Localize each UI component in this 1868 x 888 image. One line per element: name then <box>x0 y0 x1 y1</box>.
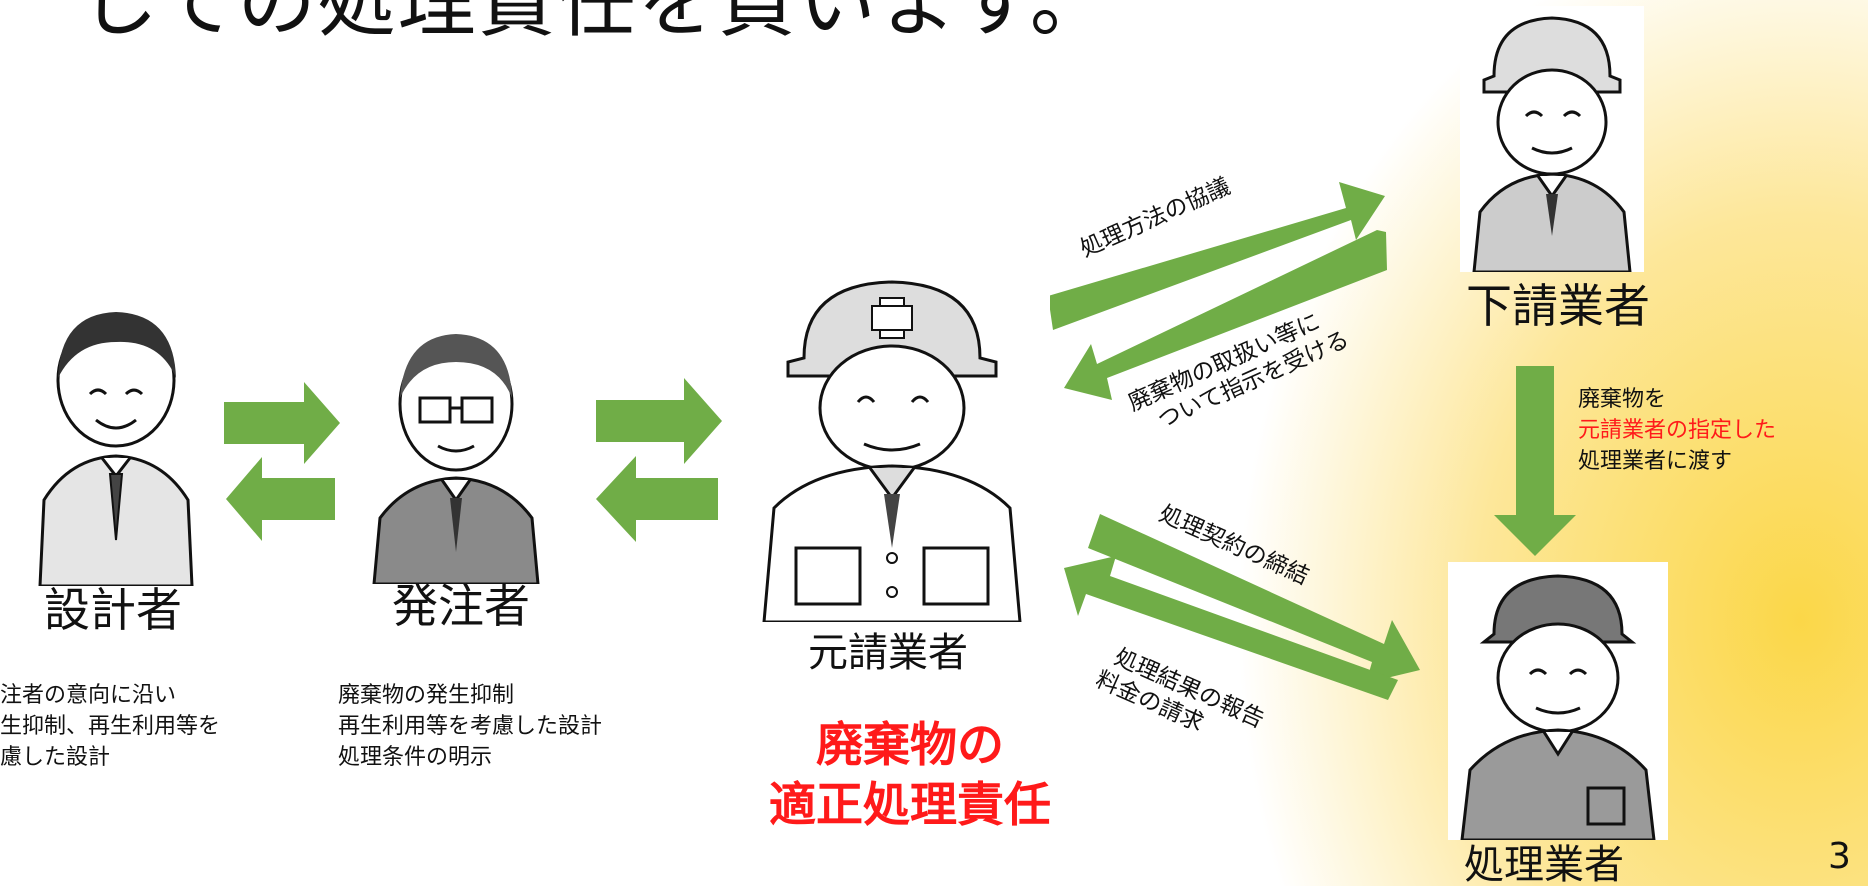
prime-contractor-illustration <box>734 258 1050 622</box>
client-illustration <box>358 312 554 584</box>
client-label: 発注者 <box>392 579 530 633</box>
handover-note-line-2: 元請業者の指定した <box>1578 418 1777 443</box>
arrow-client-to-prime <box>596 378 722 464</box>
arrow-subcontractor-to-disposal <box>1494 366 1576 556</box>
designer-illustration <box>10 290 222 586</box>
subcontractor-label: 下請業者 <box>1466 279 1650 333</box>
client-figure-icon <box>372 334 540 584</box>
arrow-disposal-to-prime <box>1064 556 1398 700</box>
responsibility-note: 廃棄物の 適正処理責任 <box>690 716 1130 836</box>
handover-note: 廃棄物を 元請業者の指定した 処理業者に渡す <box>1578 384 1776 477</box>
designer-label: 設計者 <box>44 583 182 637</box>
arrow-prime-to-client <box>596 456 718 542</box>
responsibility-line-2: 適正処理責任 <box>769 778 1051 833</box>
subcontractor-figure-icon <box>1472 16 1632 272</box>
arrow-designer-to-client <box>224 382 340 464</box>
client-note-line-3: 処理条件の明示 <box>338 745 493 770</box>
prime-contractor-label: 元請業者 <box>808 630 968 676</box>
responsibility-line-1: 廃棄物の <box>816 718 1004 773</box>
designer-figure-icon <box>38 312 194 586</box>
designer-note-line-2: 生抑制、再生利用等を <box>0 714 221 739</box>
designer-note: 注者の意向に沿い 生抑制、再生利用等を 慮した設計 <box>0 680 220 773</box>
subcontractor-illustration <box>1460 6 1644 272</box>
handover-note-line-3: 処理業者に渡す <box>1578 449 1733 474</box>
arrow-subcontractor-to-prime <box>1064 230 1387 400</box>
client-note: 廃棄物の発生抑制 再生利用等を考慮した設計 処理条件の明示 <box>338 680 602 773</box>
disposal-contractor-label: 処理業者 <box>1464 842 1624 888</box>
designer-note-line-1: 注者の意向に沿い <box>0 683 177 708</box>
client-note-line-1: 廃棄物の発生抑制 <box>338 683 515 708</box>
arrow-client-to-designer <box>226 457 335 541</box>
disposal-contractor-figure-icon <box>1460 574 1656 840</box>
disposal-contractor-illustration <box>1448 562 1668 840</box>
slide-title: しての処理責任を負います。 <box>80 0 1110 48</box>
handover-note-line-1: 廃棄物を <box>1578 387 1667 412</box>
page-number: 3 <box>1828 836 1851 877</box>
client-note-line-2: 再生利用等を考慮した設計 <box>338 714 603 739</box>
arrow-prime-to-disposal <box>1088 514 1420 683</box>
designer-note-line-3: 慮した設計 <box>0 745 111 770</box>
prime-contractor-figure-icon <box>762 280 1022 622</box>
arrow-prime-to-subcontractor <box>1048 182 1385 330</box>
